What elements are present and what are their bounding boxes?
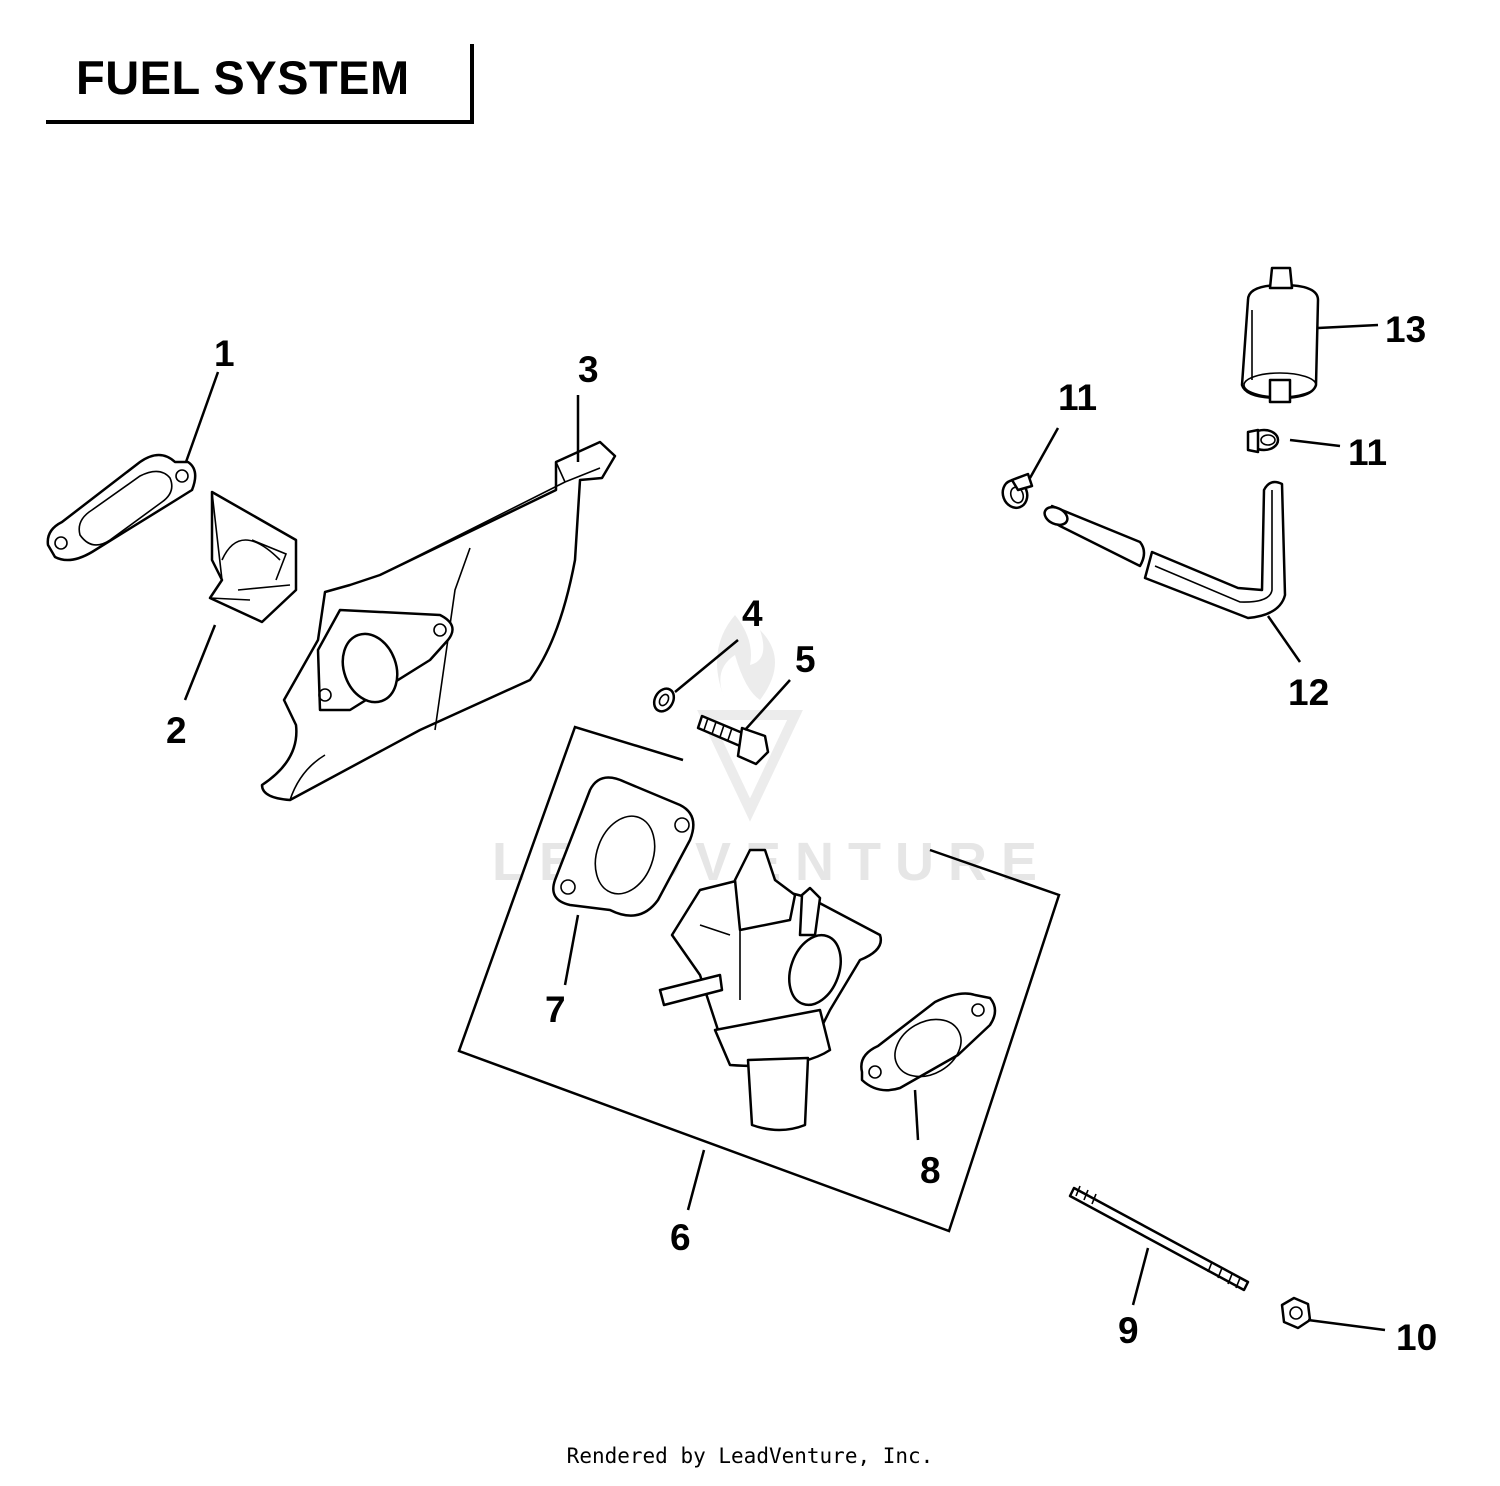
part-6-carburetor <box>658 848 883 1132</box>
part-11-clamp-left <box>1001 472 1034 510</box>
part-3-housing <box>260 440 617 802</box>
leader-lines <box>183 323 1386 1332</box>
footer-credit: Rendered by LeadVenture, Inc. <box>566 1444 934 1468</box>
part-11-clamp-right <box>1246 428 1280 454</box>
callout-11-right: 11 <box>1348 432 1387 473</box>
callout-8: 8 <box>920 1150 941 1191</box>
part-5-screw <box>696 714 770 766</box>
callout-6: 6 <box>670 1217 691 1258</box>
part-4-washer <box>652 687 676 713</box>
part-7-gasket <box>552 776 695 917</box>
callout-4: 4 <box>742 593 763 634</box>
exploded-parts-diagram: LEADVENTURE <box>46 266 1437 1358</box>
callout-9: 9 <box>1118 1310 1139 1351</box>
callout-5: 5 <box>795 639 816 680</box>
title-box: FUEL SYSTEM <box>46 44 474 124</box>
part-10-nut <box>1280 1296 1312 1330</box>
part-2-bracket <box>208 490 298 624</box>
part-13-fuel-filter <box>1240 266 1320 404</box>
callout-12: 12 <box>1288 672 1329 713</box>
callouts: 1 2 3 4 5 6 7 8 9 10 11 11 12 13 <box>166 309 1437 1358</box>
callout-13: 13 <box>1385 309 1426 350</box>
callout-1: 1 <box>214 333 235 374</box>
part-9-stud <box>1068 1185 1250 1292</box>
page-title: FUEL SYSTEM <box>76 51 410 104</box>
part-8-gasket <box>860 992 997 1092</box>
part-12-fuel-line <box>1043 480 1287 620</box>
callout-11-left: 11 <box>1058 377 1097 418</box>
callout-2: 2 <box>166 710 187 751</box>
callout-3: 3 <box>578 349 599 390</box>
callout-10: 10 <box>1396 1317 1437 1358</box>
callout-7: 7 <box>545 989 566 1030</box>
part-1-gasket <box>46 453 197 562</box>
part-6-kit-bracket <box>457 725 1061 1233</box>
